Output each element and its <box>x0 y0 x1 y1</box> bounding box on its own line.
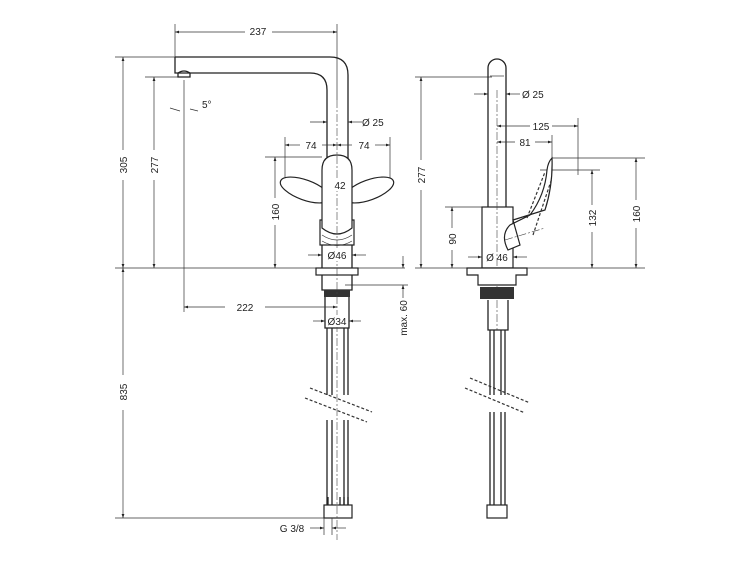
side-dim-spout-diameter: Ø 25 <box>522 90 544 101</box>
dim-spout-offset: 222 <box>237 303 254 314</box>
side-dim-body-diameter: Ø 46 <box>486 253 508 264</box>
side-lever-handle <box>503 156 553 251</box>
spout-column <box>487 58 507 207</box>
dim-lever-right: 74 <box>358 141 370 152</box>
dim-spray-angle: 5° <box>202 100 212 111</box>
dim-max-deck: max. 60 <box>399 300 410 336</box>
spout <box>174 56 349 160</box>
dim-spout-diameter: Ø 25 <box>362 118 384 129</box>
supply-hoses <box>326 328 349 505</box>
side-dim-lever-reach-max: 125 <box>533 122 550 133</box>
dim-lever-height: 160 <box>271 203 282 220</box>
front-view: 237 305 277 5° Ø 25 74 74 160 42 Ø46 222… <box>115 24 410 540</box>
side-view: 277 Ø 25 125 81 90 Ø 46 132 160 <box>415 58 645 519</box>
dim-total-height: 305 <box>119 156 130 173</box>
dim-hose-length: 835 <box>119 383 130 400</box>
side-dim-body-height: 90 <box>448 233 459 245</box>
aerator <box>177 70 191 78</box>
dim-lever-left: 74 <box>305 141 317 152</box>
dim-spout-height: 277 <box>150 156 161 173</box>
side-dim-lever-tip-height: 132 <box>588 209 599 226</box>
dim-connection: G 3/8 <box>280 524 305 535</box>
side-dim-lever-height: 160 <box>632 205 643 222</box>
side-dim-spout-height: 277 <box>417 166 428 183</box>
dim-body-diameter: Ø46 <box>328 251 347 262</box>
side-dim-lever-reach: 81 <box>519 138 531 149</box>
dim-handle-width: 42 <box>334 181 346 192</box>
dim-shank-diameter: Ø34 <box>328 317 347 328</box>
dim-spout-reach: 237 <box>250 27 267 38</box>
